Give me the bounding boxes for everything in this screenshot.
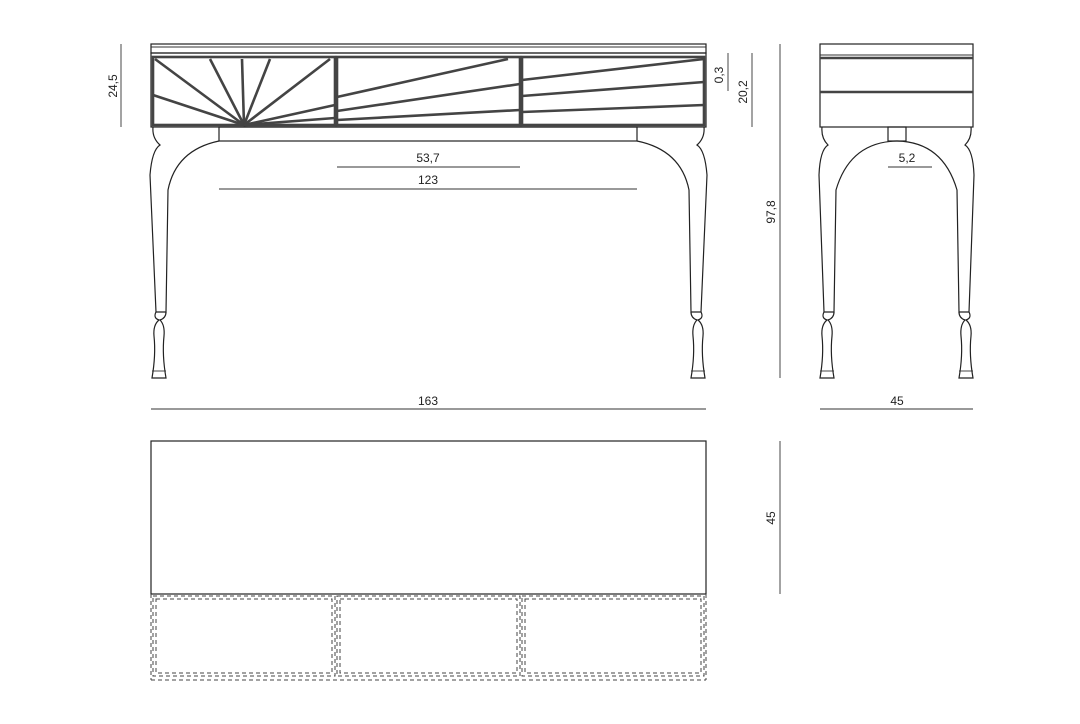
sunburst-inlay-right xyxy=(521,57,705,114)
front-leg-right xyxy=(636,126,708,379)
dim-total-width: 163 xyxy=(418,394,438,408)
drawer-right xyxy=(520,55,706,127)
front-top-panel xyxy=(150,43,707,54)
dim-top-thickness: 0,3 xyxy=(712,66,726,83)
dim-drawer-height: 24,5 xyxy=(106,74,120,98)
side-body xyxy=(819,43,974,128)
front-view: 24,5 0,3 20,2 53,7 123 163 xyxy=(106,43,753,410)
side-view: 5,2 97,8 45 xyxy=(764,43,975,410)
dim-stretcher-width: 123 xyxy=(418,173,438,187)
side-leg-right xyxy=(896,126,975,379)
dim-plan-depth: 45 xyxy=(764,511,778,525)
drawer-center xyxy=(335,55,522,127)
dim-side-stretcher: 5,2 xyxy=(899,151,916,165)
front-stretcher xyxy=(218,126,638,142)
sunburst-inlay-left xyxy=(152,57,336,127)
dim-total-height: 97,8 xyxy=(764,200,778,224)
sunburst-inlay-center xyxy=(336,57,521,122)
front-leg-left xyxy=(149,126,220,379)
side-leg-left xyxy=(818,126,898,379)
plan-view: 45 xyxy=(150,440,781,681)
plan-top-outline xyxy=(150,440,707,595)
dim-drawer-front: 20,2 xyxy=(736,80,750,104)
side-stretcher xyxy=(887,126,907,142)
dim-drawer-width: 53,7 xyxy=(416,151,440,165)
plan-drawers-hidden xyxy=(150,594,707,681)
dim-side-depth: 45 xyxy=(890,394,904,408)
